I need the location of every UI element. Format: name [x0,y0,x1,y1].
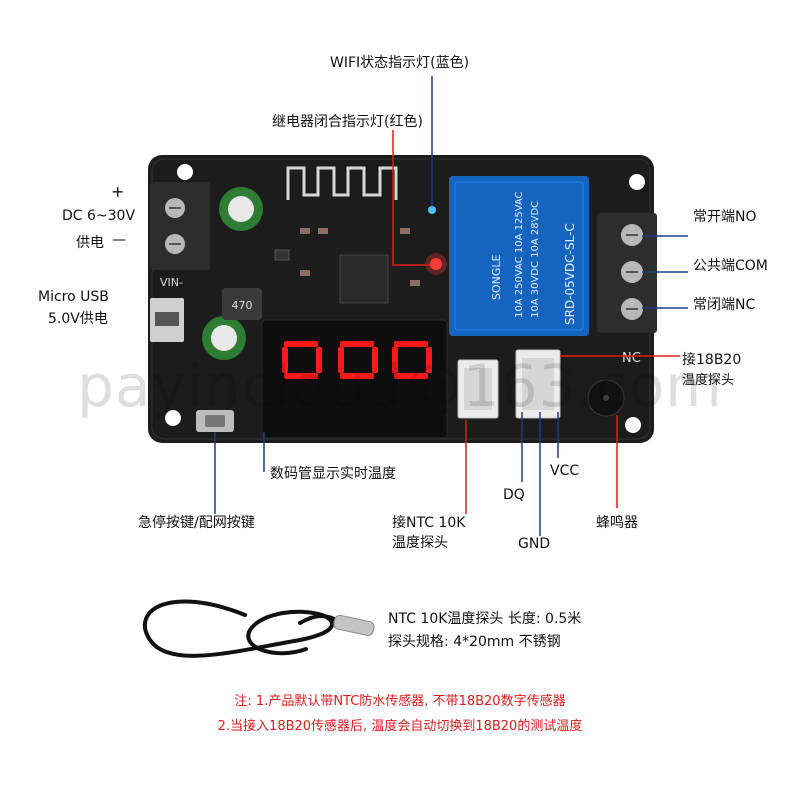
pointer-relay-led [392,130,430,266]
inductor [222,288,262,320]
wifi-led-label: WIFI状态指示灯(蓝色) [330,55,470,71]
relay-rating-1: 10A 250VAC 10A 125VAC [514,191,525,318]
no-label: 常开端NO [693,209,757,225]
probe-tip [333,614,375,636]
note-line-1: 注: 1.产品默认带NTC防水传感器, 不带18B20数字传感器 [234,694,566,709]
ds18b20-label: 接18B20 [682,352,742,368]
vin-silk: VIN- [160,276,183,289]
relay-led-label: 继电器闭合指示灯(红色) [272,114,423,130]
mount-hole [165,410,181,426]
mount-hole [625,417,641,433]
mount-hole [629,174,645,190]
dc-supply-sub-label: 供电 [76,235,104,251]
vcc-label: VCC [550,463,580,479]
probe-spec-1: NTC 10K温度探头 长度: 0.5米 [388,611,582,627]
buzzer-label: 蜂鸣器 [596,515,638,531]
relay-model: SRD-05VDC-SL-C [563,223,577,325]
button-label: 急停按键/配网按键 [138,515,255,531]
inductor-marking: 470 [232,299,253,312]
mcu-chip [339,254,389,304]
relay-brand: SONGLE [490,254,503,300]
dc-supply-label: DC 6~30V [62,208,136,224]
dc-terminal-block [150,182,210,270]
antenna-trace [286,166,398,200]
wifi-led [428,206,436,214]
probe-spec-2: 探头规格: 4*20mm 不锈钢 [388,634,561,650]
relay [449,176,589,336]
minus-symbol: — [112,232,126,248]
relay-rating-2: 10A 30VDC 10A 28VDC [530,201,541,318]
nc-label: 常闭端NC [693,297,756,313]
probe-cable [142,599,335,658]
dq-label: DQ [503,487,525,503]
plus-symbol: + [111,182,125,201]
ds18b20-sub-label: 温度探头 [682,373,735,388]
note-line-2: 2.当接入18B20传感器后, 温度会自动切换到18B20的测试温度 [217,719,583,734]
ntc-label: 接NTC 10K [392,515,466,531]
nc-silk: NC [622,351,641,366]
usb-sub-label: 5.0V供电 [48,311,108,327]
gnd-label: GND [518,536,551,552]
usb-label: Micro USB [38,289,109,305]
relay-led [430,258,442,270]
display-label: 数码管显示实时温度 [270,466,396,482]
display-digits [282,341,432,379]
mount-hole [177,164,193,180]
ntc-sub-label: 温度探头 [392,535,448,551]
com-label: 公共端COM [693,258,768,274]
